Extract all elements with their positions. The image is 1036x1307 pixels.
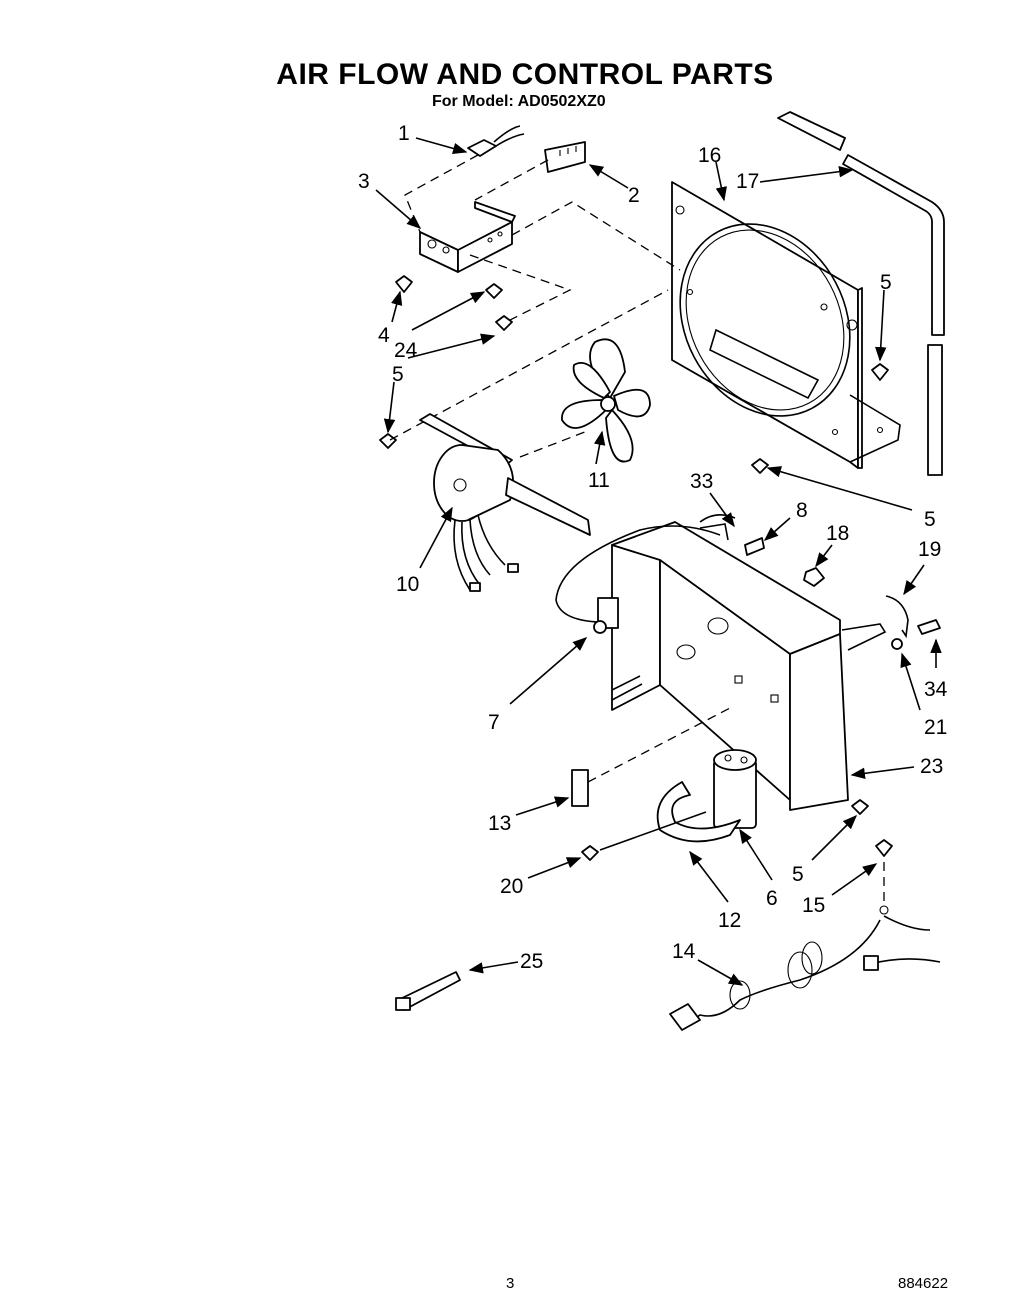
fan-blade	[561, 338, 651, 463]
callout-5a: 5	[392, 363, 404, 386]
callout-5d: 5	[792, 863, 804, 886]
callout-5c: 5	[924, 508, 936, 531]
callout-2: 2	[628, 184, 640, 207]
control-panel-base	[611, 521, 887, 811]
callout-18: 18	[826, 522, 849, 545]
callout-24: 24	[394, 339, 418, 362]
callout-23: 23	[920, 755, 943, 778]
callout-17: 17	[736, 170, 759, 193]
power-cord	[669, 862, 941, 1031]
callout-8: 8	[796, 499, 808, 522]
callout-7: 7	[488, 711, 500, 734]
callout-6: 6	[766, 887, 778, 910]
fan-shroud-panel	[671, 181, 901, 469]
callout-4: 4	[378, 324, 390, 347]
page-number: 3	[506, 1275, 515, 1292]
seal-strips	[777, 111, 945, 476]
callout-25: 25	[520, 950, 543, 973]
capacitor-strap	[599, 781, 741, 851]
small-hardware	[699, 514, 941, 650]
callout-5b: 5	[880, 271, 892, 294]
capacitor	[713, 749, 757, 829]
document-code: 884622	[898, 1275, 949, 1292]
callout-34: 34	[924, 678, 948, 701]
screws	[379, 275, 893, 861]
page-title: AIR FLOW AND CONTROL PARTS	[276, 58, 774, 91]
callout-19: 19	[918, 538, 941, 561]
callout-14: 14	[672, 940, 696, 963]
callout-11: 11	[588, 469, 610, 492]
control-bracket	[419, 125, 586, 273]
callout-10: 10	[396, 573, 419, 596]
model-subtitle: For Model: AD0502XZ0	[432, 93, 606, 110]
callout-33: 33	[690, 470, 713, 493]
cable-tie	[395, 971, 461, 1011]
callout-16: 16	[698, 144, 721, 167]
callout-20: 20	[500, 875, 523, 898]
callout-21: 21	[924, 716, 947, 739]
callout-3: 3	[358, 170, 370, 193]
callout-15: 15	[802, 894, 825, 917]
callout-labels: 1 2 3 4 24 5 16 17 5 11 10 33 8 18 19 5 …	[358, 122, 948, 973]
callout-12: 12	[718, 909, 741, 932]
thermostat	[555, 525, 721, 634]
callout-13: 13	[488, 812, 511, 835]
leader-lines	[375, 137, 942, 986]
callout-1: 1	[398, 122, 410, 145]
fan-motor	[389, 289, 669, 592]
relay	[571, 707, 731, 807]
